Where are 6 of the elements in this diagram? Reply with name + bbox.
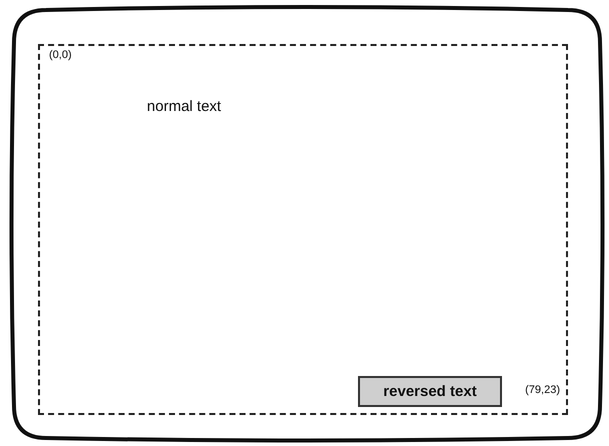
coordinate-label: (0,0) [49, 49, 72, 61]
screen-outline [12, 8, 602, 440]
screen-area [38, 44, 568, 415]
coordinate-label: (79,23) [525, 384, 560, 396]
reversed-text-field: reversed text [358, 376, 502, 407]
sample-text: normal text [146, 97, 222, 117]
